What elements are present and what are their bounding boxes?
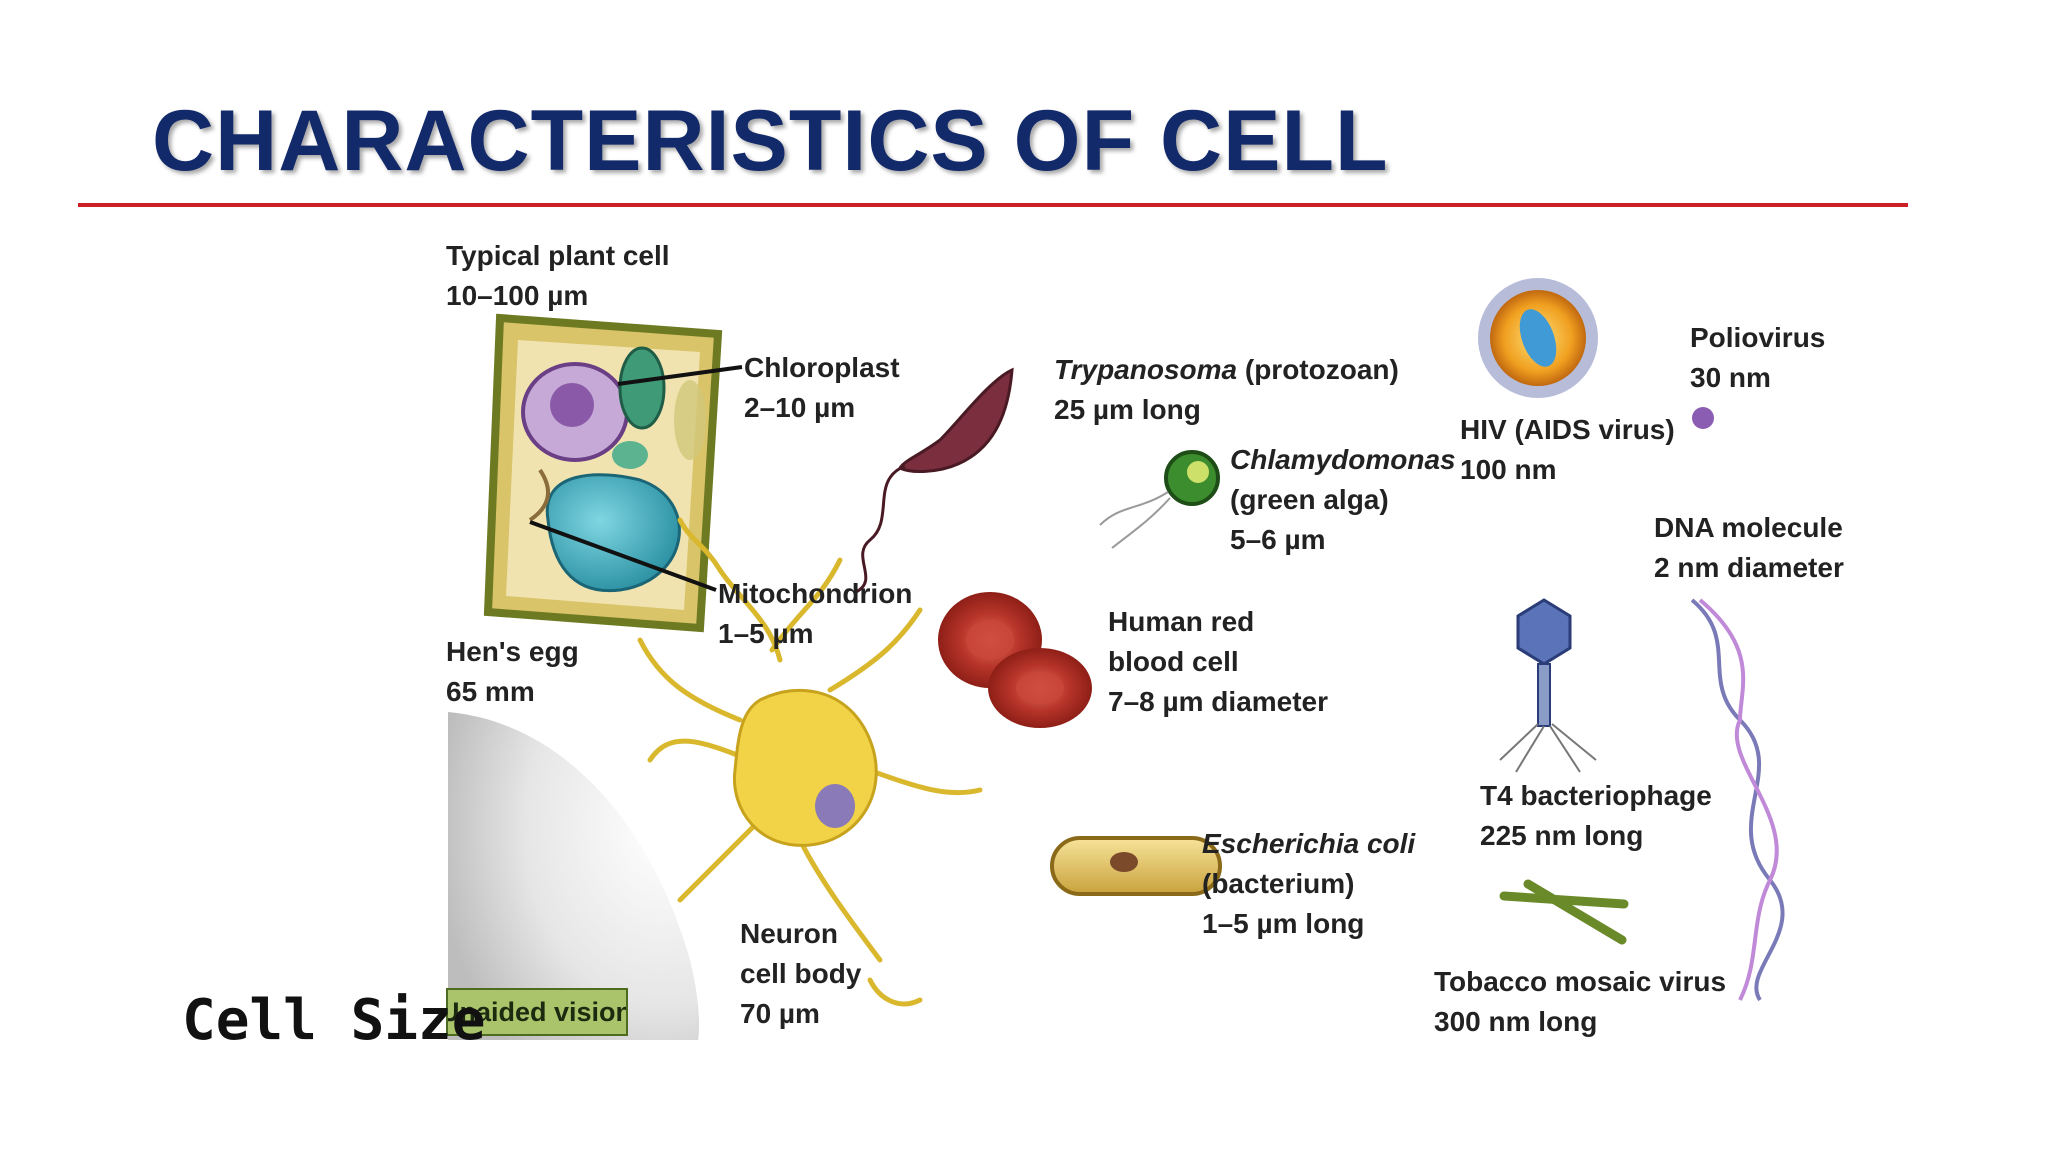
label-hens-egg: Hen's egg 65 mm: [446, 632, 579, 712]
rbc-line1: Human red: [1108, 606, 1255, 637]
label-red-blood-cell: Human red blood cell 7–8 µm diameter: [1108, 602, 1328, 722]
neuron-soma: [732, 688, 878, 847]
neuron-nucleus: [815, 784, 855, 828]
hiv-size: 100 nm: [1460, 454, 1557, 485]
hens-egg-name: Hen's egg: [446, 636, 579, 667]
neuron-size: 70 µm: [740, 998, 820, 1029]
trypanosoma-size: 25 µm long: [1054, 394, 1201, 425]
label-chloroplast: Chloroplast 2–10 µm: [744, 348, 900, 428]
plant-cell-name: Typical plant cell: [446, 240, 670, 271]
label-t4: T4 bacteriophage 225 nm long: [1480, 776, 1712, 856]
chlamydomonas-qualifier: (green alga): [1230, 484, 1389, 515]
dna-name: DNA molecule: [1654, 512, 1843, 543]
trypanosoma-qualifier: (protozoan): [1237, 354, 1399, 385]
label-plant-cell: Typical plant cell 10–100 µm: [446, 236, 670, 316]
chloroplast-size: 2–10 µm: [744, 392, 856, 423]
title-underline: [78, 203, 1908, 207]
t4-size: 225 nm long: [1480, 820, 1644, 851]
page-title: CHARACTERISTICS OF CELL: [152, 93, 1389, 189]
trypanosoma-name: Trypanosoma: [1054, 354, 1238, 385]
hiv-drawing: [1478, 278, 1598, 398]
t4-bacteriophage-drawing: [1499, 598, 1597, 773]
unaided-vision-badge: Unaided vision: [446, 988, 628, 1036]
mitochondrion-name: Mitochondrion: [718, 578, 913, 609]
hiv-name: HIV (AIDS virus): [1460, 414, 1675, 445]
dna-size: 2 nm diameter: [1654, 552, 1844, 583]
chlamydomonas-drawing: [1099, 450, 1220, 549]
chlamydomonas-size: 5–6 µm: [1230, 524, 1326, 555]
hens-egg-size: 65 mm: [446, 676, 535, 707]
plant-cell-drawing: [483, 313, 743, 633]
poliovirus-size: 30 nm: [1690, 362, 1771, 393]
t4-name: T4 bacteriophage: [1480, 780, 1712, 811]
rbc-line2: blood cell: [1108, 646, 1239, 677]
plant-cell-size: 10–100 µm: [446, 280, 589, 311]
neuron-line1: Neuron: [740, 918, 838, 949]
trypanosoma-line1: Trypanosoma (protozoan): [1054, 350, 1399, 390]
hens-egg-shape: [448, 700, 700, 1040]
label-chlamydomonas: Chlamydomonas (green alga) 5–6 µm: [1230, 440, 1456, 560]
poliovirus-drawing: [1692, 407, 1714, 429]
tmv-size: 300 nm long: [1434, 1006, 1598, 1037]
dna-drawing: [1690, 598, 1785, 1002]
cell-size-caption: Cell Size: [182, 988, 486, 1053]
poliovirus-name: Poliovirus: [1690, 322, 1826, 353]
ecoli-size: 1–5 µm long: [1202, 908, 1365, 939]
mitochondrion-size: 1–5 µm: [718, 618, 814, 649]
label-tmv: Tobacco mosaic virus 300 nm long: [1434, 962, 1726, 1042]
label-neuron: Neuron cell body 70 µm: [740, 914, 861, 1034]
red-blood-cells-drawing: [938, 592, 1092, 728]
ecoli-qualifier: (bacterium): [1202, 868, 1355, 899]
label-poliovirus: Poliovirus 30 nm: [1690, 318, 1825, 398]
ecoli-name: Escherichia coli: [1202, 828, 1416, 859]
label-hiv: HIV (AIDS virus) 100 nm: [1460, 410, 1675, 490]
label-mitochondrion: Mitochondrion 1–5 µm: [718, 574, 912, 654]
label-trypanosoma: Trypanosoma (protozoan) 25 µm long: [1054, 350, 1399, 430]
chlamydomonas-name: Chlamydomonas: [1230, 444, 1456, 475]
trypanosoma-drawing: [855, 367, 1014, 594]
tobacco-mosaic-virus-drawing: [1499, 879, 1629, 945]
neuron-line2: cell body: [740, 958, 862, 989]
label-dna: DNA molecule 2 nm diameter: [1654, 508, 1844, 588]
chloroplast-name: Chloroplast: [744, 352, 900, 383]
tmv-name: Tobacco mosaic virus: [1434, 966, 1727, 997]
rbc-size: 7–8 µm diameter: [1108, 686, 1329, 717]
label-ecoli: Escherichia coli (bacterium) 1–5 µm long: [1202, 824, 1415, 944]
ecoli-drawing: [1050, 836, 1222, 896]
